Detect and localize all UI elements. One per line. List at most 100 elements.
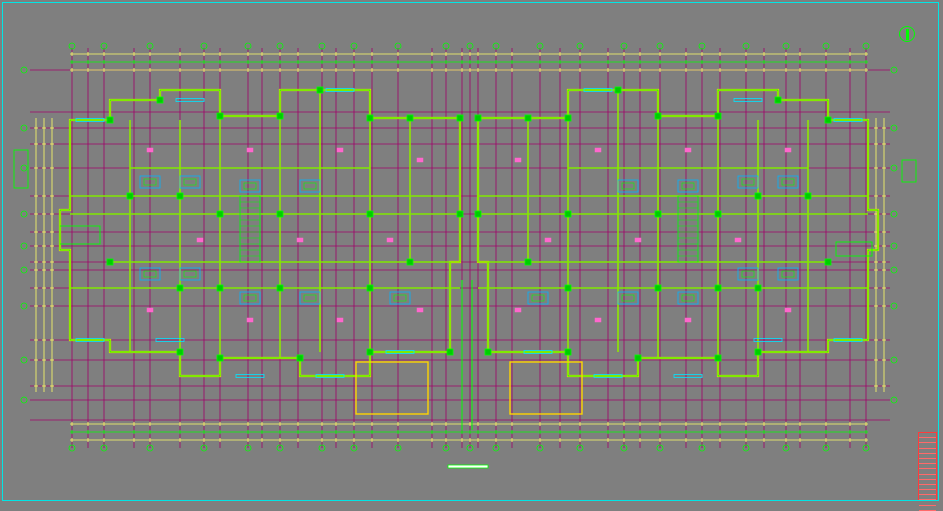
column — [634, 354, 642, 362]
column — [156, 96, 164, 104]
room-tag — [416, 157, 424, 163]
fixture-outline — [681, 294, 695, 302]
axis-bubble-icon — [890, 266, 898, 274]
fixture-block — [139, 267, 161, 281]
window — [583, 88, 613, 92]
drawing-frame — [2, 2, 939, 501]
room-tag — [416, 307, 424, 313]
window — [753, 338, 783, 342]
fixture-outline — [243, 182, 257, 190]
column — [654, 284, 662, 292]
axis-bubble-icon — [466, 42, 474, 50]
fixture-block — [617, 179, 639, 193]
axis-bubble-icon — [244, 42, 252, 50]
axis-bubble-icon — [576, 42, 584, 50]
axis-bubble-icon — [442, 444, 450, 452]
axis-bubble-icon — [698, 444, 706, 452]
fixture-outline — [303, 182, 317, 190]
fixture-block — [389, 291, 411, 305]
column — [774, 96, 782, 104]
fixture-outline — [781, 270, 795, 278]
axis-bubble-icon — [742, 42, 750, 50]
column — [106, 116, 114, 124]
room-tag — [146, 307, 154, 313]
fixture-block — [777, 267, 799, 281]
room-tag — [514, 157, 522, 163]
column — [654, 210, 662, 218]
axis-bubble-icon — [20, 66, 28, 74]
room-tag — [386, 237, 394, 243]
column — [276, 284, 284, 292]
room-tag — [594, 317, 602, 323]
fixture-block — [239, 179, 261, 193]
axis-bubble-icon — [576, 444, 584, 452]
balcony-right — [835, 241, 873, 257]
window — [155, 338, 185, 342]
north-arrow-icon — [899, 26, 915, 42]
column — [564, 348, 572, 356]
column — [524, 258, 532, 266]
axis-bubble-icon — [890, 124, 898, 132]
axis-bubble-icon — [492, 444, 500, 452]
column — [216, 284, 224, 292]
room-tag — [196, 237, 204, 243]
axis-bubble-icon — [620, 42, 628, 50]
column — [614, 86, 622, 94]
fixture-outline — [143, 270, 157, 278]
axis-bubble-icon — [394, 42, 402, 50]
window — [593, 374, 623, 378]
fixture-outline — [741, 178, 755, 186]
column — [406, 114, 414, 122]
axis-bubble-icon — [466, 444, 474, 452]
balcony-left — [59, 225, 101, 245]
axis-bubble-icon — [492, 42, 500, 50]
room-tag — [544, 237, 552, 243]
room-tag — [296, 237, 304, 243]
column — [714, 354, 722, 362]
axis-bubble-icon — [890, 210, 898, 218]
axis-bubble-icon — [698, 42, 706, 50]
axis-bubble-icon — [200, 444, 208, 452]
axis-bubble-icon — [890, 242, 898, 250]
column — [654, 112, 662, 120]
fixture-outline — [621, 182, 635, 190]
column — [176, 284, 184, 292]
column — [714, 210, 722, 218]
window — [235, 374, 265, 378]
axis-bubble-icon — [862, 42, 870, 50]
fixture-block — [677, 179, 699, 193]
axis-bubble-icon — [890, 396, 898, 404]
room-tag — [684, 147, 692, 153]
column — [296, 354, 304, 362]
column — [216, 354, 224, 362]
axis-bubble-icon — [782, 42, 790, 50]
axis-bubble-icon — [620, 444, 628, 452]
title-block — [918, 432, 937, 511]
room-tag — [784, 147, 792, 153]
axis-bubble-icon — [68, 42, 76, 50]
axis-bubble-icon — [244, 444, 252, 452]
fixture-outline — [393, 294, 407, 302]
column — [754, 284, 762, 292]
column — [564, 284, 572, 292]
axis-bubble-icon — [822, 444, 830, 452]
window — [385, 350, 415, 354]
window — [733, 98, 763, 102]
axis-bubble-icon — [890, 302, 898, 310]
axis-bubble-icon — [350, 42, 358, 50]
fixture-block — [179, 175, 201, 189]
column — [216, 112, 224, 120]
axis-bubble-icon — [782, 444, 790, 452]
entrance-canopy — [355, 361, 429, 415]
axis-bubble-icon — [146, 444, 154, 452]
column — [474, 114, 482, 122]
axis-bubble-icon — [890, 164, 898, 172]
window — [315, 374, 345, 378]
column — [824, 116, 832, 124]
fixture-block — [527, 291, 549, 305]
column — [126, 192, 134, 200]
column — [484, 348, 492, 356]
window — [833, 118, 863, 122]
axis-bubble-icon — [20, 266, 28, 274]
fixture-block — [299, 179, 321, 193]
